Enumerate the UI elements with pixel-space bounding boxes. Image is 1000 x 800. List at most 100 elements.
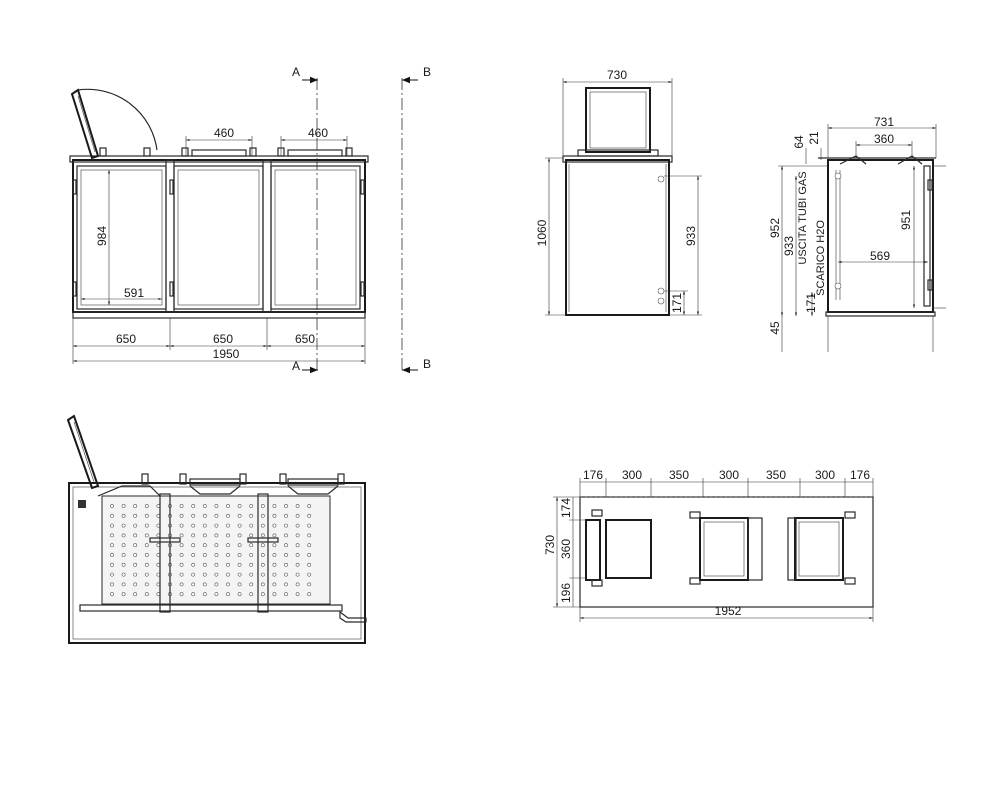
- top-lid-1: [191, 149, 247, 157]
- dim-total-1952: 1952: [715, 604, 742, 618]
- perforation-hole: [191, 572, 196, 577]
- perforation-hole: [191, 592, 196, 597]
- section-door-edge: [923, 165, 931, 307]
- dim-depth-730: 730: [543, 535, 557, 555]
- perforation-hole: [284, 523, 288, 528]
- perforation-hole: [307, 562, 312, 567]
- base-pad-1: [605, 519, 652, 579]
- perforation-hole: [260, 533, 265, 538]
- dim-174: 174: [559, 498, 573, 518]
- perforation-hole: [237, 582, 242, 587]
- perforation-hole: [307, 523, 312, 528]
- perforation-hole: [237, 553, 242, 557]
- post-2: [262, 159, 272, 313]
- perforation-hole: [214, 543, 219, 548]
- side-view: 730 1060 933 171: [535, 68, 702, 316]
- perforation-hole: [179, 592, 184, 597]
- perforation-hole: [307, 543, 312, 548]
- perforation-hole: [202, 553, 207, 557]
- perforation-hole: [110, 592, 114, 597]
- perforation-hole: [133, 562, 138, 567]
- perforation-hole: [121, 572, 126, 577]
- perforation-hole: [110, 553, 114, 557]
- lid-bracket: [181, 147, 189, 157]
- plan-bracket: [239, 473, 247, 485]
- perforation-hole: [191, 582, 196, 587]
- plan-frame-inner: [72, 486, 362, 640]
- perforation-hole: [214, 523, 219, 528]
- perforation-hole: [179, 533, 184, 538]
- corner-block: [78, 500, 86, 508]
- section-view: 731 360 64 21 952 933 USCITA TUBI GAS SC…: [768, 115, 946, 352]
- dim-lid-360: 360: [874, 132, 894, 146]
- perforation-hole: [237, 504, 242, 508]
- perforation-hole: [307, 513, 312, 518]
- hinge: [169, 281, 174, 297]
- plan-bracket: [337, 473, 345, 485]
- perforation-hole: [133, 504, 138, 508]
- section-hinge: [927, 179, 933, 191]
- side-lid-base: [577, 149, 659, 157]
- perforation-hole: [191, 504, 196, 508]
- perforation-hole: [295, 582, 300, 587]
- perforation-hole: [272, 533, 277, 538]
- dim-951: 951: [899, 210, 913, 230]
- door-right-inner: [274, 169, 357, 306]
- perforation-hole: [226, 513, 230, 518]
- perforation-hole: [226, 543, 230, 548]
- section-label-b-top: B: [423, 65, 431, 79]
- perforation-hole: [110, 504, 114, 508]
- perforation-hole: [133, 553, 138, 557]
- water-drain-hole: [657, 287, 665, 295]
- bottom-shelf: [79, 604, 343, 612]
- perforation-hole: [179, 582, 184, 587]
- section-label-a-bottom: A: [292, 359, 300, 373]
- section-label-b-bottom: B: [423, 357, 431, 371]
- perforation-hole: [191, 533, 196, 538]
- base-pad-3-inner: [798, 521, 840, 577]
- perforation-hole: [260, 592, 265, 597]
- perforation-hole: [133, 572, 138, 577]
- perforation-hole: [179, 523, 184, 528]
- perforation-hole: [144, 533, 149, 538]
- perforation-hole: [179, 513, 184, 518]
- dim-176-left: 176: [583, 468, 603, 482]
- foundation-outline: [579, 496, 874, 608]
- foot: [689, 577, 701, 585]
- perforation-hole: [237, 513, 242, 518]
- plan-bracket: [141, 473, 149, 485]
- perforation-hole: [121, 543, 126, 548]
- front-base-rail: [72, 311, 366, 319]
- perforation-hole: [284, 543, 288, 548]
- plan-frame-outline: [68, 482, 366, 644]
- dim-inner-591: 591: [124, 286, 144, 300]
- dim-171: 171: [804, 293, 818, 313]
- perforation-hole: [214, 582, 219, 587]
- perforation-hole: [202, 592, 207, 597]
- plan-bracket: [279, 473, 287, 485]
- perforation-hole: [133, 543, 138, 548]
- foot: [844, 577, 856, 585]
- perforation-hole: [226, 523, 230, 528]
- perforation-hole: [133, 523, 138, 528]
- perforation-hole: [214, 562, 219, 567]
- dim-top-730: 730: [607, 68, 627, 82]
- perforation-hole: [214, 533, 219, 538]
- hinge: [360, 281, 365, 297]
- perforation-hole: [249, 543, 254, 548]
- perforated-panel: [101, 495, 331, 605]
- perforation-hole: [202, 562, 207, 567]
- perforation-hole: [191, 543, 196, 548]
- perforation-hole: [284, 504, 288, 508]
- plan-lid-hinge: [97, 485, 161, 497]
- perforation-hole: [202, 533, 207, 538]
- perforation-hole: [226, 582, 230, 587]
- perforation-hole: [284, 572, 288, 577]
- perforation-hole: [307, 592, 312, 597]
- gas-outlet-hole: [657, 175, 665, 183]
- plan-bracket: [179, 473, 187, 485]
- perforation-hole: [284, 553, 288, 557]
- perforation-hole: [121, 533, 126, 538]
- perforation-hole: [260, 572, 265, 577]
- panel-divider: [257, 493, 269, 613]
